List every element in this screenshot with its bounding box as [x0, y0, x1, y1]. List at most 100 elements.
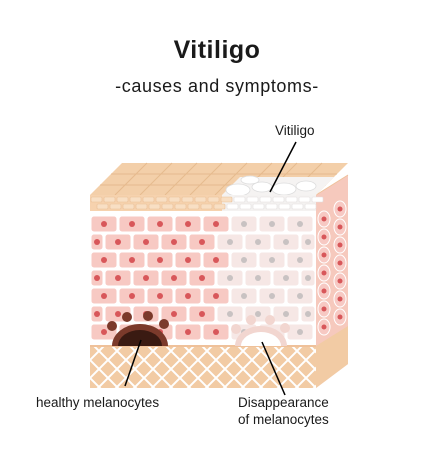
cell-nucleus: [297, 257, 303, 263]
corneum-cell: [168, 196, 181, 203]
cell-nucleus: [101, 329, 107, 335]
corneum-cell: [142, 196, 155, 203]
cell-nucleus: [255, 239, 261, 245]
corneum-cell: [116, 196, 129, 203]
cell-nucleus: [171, 239, 177, 245]
side-cell-nucleus: [321, 288, 327, 294]
cell-nucleus: [101, 221, 107, 227]
diagram-title: Vitiligo: [173, 36, 261, 64]
corneum-cell: [129, 196, 142, 203]
corneum-cell: [194, 196, 207, 203]
cell-nucleus: [213, 257, 219, 263]
cell-nucleus: [171, 311, 177, 317]
cell-nucleus: [129, 257, 135, 263]
disappearing-melanocyte: [231, 315, 290, 346]
corneum-cell: [174, 203, 187, 210]
cell-nucleus: [185, 329, 191, 335]
side-dermis: [316, 326, 348, 388]
corneum-cell: [259, 196, 272, 203]
cell-nucleus: [143, 239, 149, 245]
cell-nucleus: [241, 221, 247, 227]
cell-nucleus: [94, 275, 100, 281]
disappearance-leader-line: [261, 341, 286, 396]
side-cells: [317, 200, 347, 336]
cell-nucleus: [199, 311, 205, 317]
cell-nucleus: [241, 257, 247, 263]
side-cell-nucleus: [337, 278, 343, 284]
vitiligo-label: Vitiligo: [275, 123, 315, 138]
corneum-cell: [161, 203, 174, 210]
stratum-corneum-cells: [90, 196, 324, 210]
cell-nucleus: [213, 329, 219, 335]
corneum-cell: [181, 196, 194, 203]
corneum-cell: [220, 196, 233, 203]
side-cell-nucleus: [321, 216, 327, 222]
cell-nucleus: [227, 275, 233, 281]
cell-nucleus: [101, 257, 107, 263]
cell-nucleus: [185, 257, 191, 263]
cell-nucleus: [297, 293, 303, 299]
corneum-cell: [207, 196, 220, 203]
corneum-cell: [122, 203, 135, 210]
cell-nucleus: [115, 275, 121, 281]
cell-nucleus: [269, 293, 275, 299]
cell-nucleus: [241, 293, 247, 299]
cell-nucleus: [255, 275, 261, 281]
cell-nucleus: [157, 257, 163, 263]
cell-nucleus: [269, 221, 275, 227]
cell-nucleus: [185, 293, 191, 299]
vitiligo-patch-flakes: [225, 175, 317, 197]
cell-nucleus: [255, 311, 261, 317]
cell-nucleus: [297, 329, 303, 335]
disappearance-label-line2: of melanocytes: [238, 412, 329, 427]
cell-nucleus: [143, 275, 149, 281]
cell-nucleus: [157, 293, 163, 299]
corneum-cell: [298, 196, 311, 203]
cell-nucleus: [213, 221, 219, 227]
corneum-cell: [103, 196, 116, 203]
side-cell-nucleus: [321, 324, 327, 330]
corneum-cell: [135, 203, 148, 210]
cell-nucleus: [283, 239, 289, 245]
cell-nucleus: [171, 275, 177, 281]
corneum-cell: [278, 203, 291, 210]
cell-nucleus: [213, 293, 219, 299]
side-cell-nucleus: [321, 270, 327, 276]
corneum-cell: [90, 196, 103, 203]
cell-nucleus: [305, 275, 311, 281]
cell-nucleus: [157, 221, 163, 227]
healthy-melanocyte: [107, 311, 169, 346]
corneum-cell: [311, 196, 324, 203]
corneum-cell: [272, 196, 285, 203]
cell-nucleus: [283, 311, 289, 317]
corneum-cell: [252, 203, 265, 210]
cell-nucleus: [115, 311, 121, 317]
side-cell-nucleus: [321, 234, 327, 240]
side-cell-nucleus: [337, 224, 343, 230]
side-edge: [315, 174, 349, 196]
corneum-cell: [265, 203, 278, 210]
corneum-cell: [187, 203, 200, 210]
cell-nucleus: [115, 239, 121, 245]
corneum-cell: [155, 196, 168, 203]
cell-nucleus: [94, 311, 100, 317]
corneum-cell: [213, 203, 226, 210]
diagram-subtitle: -causes and symptoms-: [115, 76, 319, 96]
side-cell-nucleus: [337, 242, 343, 248]
side-cell-nucleus: [321, 306, 327, 312]
cell-nucleus: [305, 239, 311, 245]
cell-nucleus: [129, 221, 135, 227]
corneum-cell: [304, 203, 317, 210]
corneum-cell: [109, 203, 122, 210]
cell-nucleus: [305, 311, 311, 317]
healthy-melanocytes-label: healthy melanocytes: [36, 395, 160, 410]
side-cell-nucleus: [337, 296, 343, 302]
cell-nucleus: [227, 239, 233, 245]
cell-nucleus: [269, 257, 275, 263]
corneum-cell: [148, 203, 161, 210]
side-cell-nucleus: [337, 314, 343, 320]
corneum-cell: [239, 203, 252, 210]
cell-nucleus: [94, 239, 100, 245]
dermis-layer: [90, 346, 316, 388]
